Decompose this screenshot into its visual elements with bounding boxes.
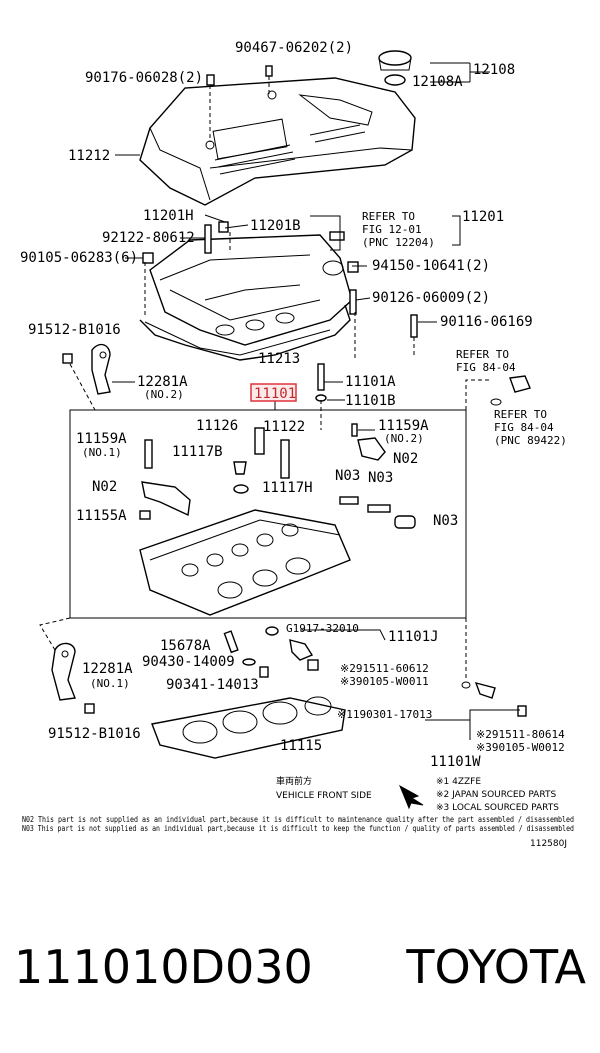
label-refer2-a: REFER TO xyxy=(456,348,509,361)
engine-hanger-no1-drawing xyxy=(51,642,95,714)
label-11159a-left: 11159A xyxy=(76,431,127,447)
label-91511-60612: ※291511-60612 xyxy=(340,662,429,675)
label-refer2-b: FIG 84-04 xyxy=(456,361,516,374)
label-11115: 11115 xyxy=(280,738,322,754)
label-12108: 12108 xyxy=(473,62,515,78)
label-11201h: 11201H xyxy=(143,208,194,224)
label-90341: 90341-14013 xyxy=(166,677,259,693)
label-90105-06283: 90105-06283(6) xyxy=(20,250,138,266)
label-no1-a: (NO.1) xyxy=(82,446,122,459)
label-90105-w0011: ※390105-W0011 xyxy=(340,675,429,688)
note-n02: N02 This part is not supplied as an indi… xyxy=(22,815,574,824)
legend-item-3: ※3 LOCAL SOURCED PARTS xyxy=(436,803,559,813)
label-11201b: 11201B xyxy=(250,218,301,234)
legend-item-1: ※1 4ZZFE xyxy=(436,777,481,787)
label-refer3-a: REFER TO xyxy=(494,408,547,421)
label-11101w: 11101W xyxy=(430,754,481,770)
cylinder-head-internal-parts xyxy=(139,423,416,529)
figure-number: 112580J xyxy=(530,839,567,849)
label-11101a: 11101A xyxy=(345,374,396,390)
head-gasket-drawing xyxy=(151,696,346,759)
label-90116: 90116-06169 xyxy=(440,314,533,330)
label-92122: 92122-80612 xyxy=(102,230,195,246)
label-94150: 94150-10641(2) xyxy=(372,258,490,274)
label-90126: 90126-06009(2) xyxy=(372,290,490,306)
label-11101-highlighted[interactable]: 11101 xyxy=(254,386,296,402)
label-n02-right: N02 xyxy=(393,451,418,467)
label-n02-left: N02 xyxy=(92,479,117,495)
part-number: 111010D030 xyxy=(14,940,313,994)
label-90467: 90467-06202(2) xyxy=(235,40,353,56)
label-g1917: G1917-32010 xyxy=(286,622,359,635)
label-no1-b: (NO.1) xyxy=(90,677,130,690)
label-15678a: 15678A xyxy=(160,638,211,654)
engine-hanger-no2-drawing xyxy=(62,343,111,395)
label-no2-a: (NO.2) xyxy=(144,388,184,401)
label-11117b: 11117B xyxy=(172,444,223,460)
cylinder-head-drawing xyxy=(139,509,351,616)
label-90176: 90176-06028(2) xyxy=(85,70,203,86)
head-cover-hardware xyxy=(142,221,418,355)
label-refer3-c: (PNC 89422) xyxy=(494,434,567,447)
engine-cover-drawing xyxy=(139,77,416,206)
label-11213: 11213 xyxy=(258,351,300,367)
label-refer1-c: (PNC 12204) xyxy=(362,236,435,249)
label-11212: 11212 xyxy=(68,148,110,164)
footer-bar: 111010D030 TOYOTA xyxy=(0,940,600,1010)
label-12108a: 12108A xyxy=(412,74,463,90)
vehicle-front-japanese: 車両前方 xyxy=(276,775,312,787)
cylinder-head-cover-drawing xyxy=(139,234,353,361)
label-91512-bottom: 91512-B1016 xyxy=(48,726,141,742)
label-no2-b: (NO.2) xyxy=(384,432,424,445)
label-11101j: 11101J xyxy=(388,629,439,645)
label-91511-80614: ※291511-80614 xyxy=(476,728,565,741)
oil-cap-drawing xyxy=(378,50,412,86)
label-11159a-right: 11159A xyxy=(378,418,429,434)
label-12281a-bottom: 12281A xyxy=(82,661,133,677)
highlight-box-11101 xyxy=(250,383,297,402)
label-11122: 11122 xyxy=(263,419,305,435)
label-11117h: 11117H xyxy=(262,480,313,496)
label-190301: ※1190301-17013 xyxy=(337,708,432,721)
vehicle-front-arrow xyxy=(398,784,424,810)
cover-bolts xyxy=(206,65,273,142)
leader-lines xyxy=(39,62,520,740)
label-11201: 11201 xyxy=(462,209,504,225)
label-refer1-b: FIG 12-01 xyxy=(362,223,422,236)
label-refer3-b: FIG 84-04 xyxy=(494,421,554,434)
vehicle-front-english: VEHICLE FRONT SIDE xyxy=(276,791,372,801)
label-n03-b: N03 xyxy=(368,470,393,486)
label-12281a-top: 12281A xyxy=(137,374,188,390)
label-n03-c: N03 xyxy=(433,513,458,529)
legend-item-2: ※2 JAPAN SOURCED PARTS xyxy=(436,790,556,800)
sensor-upper-drawing xyxy=(490,375,531,406)
label-90105-w0012: ※390105-W0012 xyxy=(476,741,565,754)
label-refer1-a: REFER TO xyxy=(362,210,415,223)
label-n03-a: N03 xyxy=(335,468,360,484)
bottom-fasteners xyxy=(223,626,527,717)
head-bolt-drawing xyxy=(315,363,327,402)
label-11155a: 11155A xyxy=(76,508,127,524)
brand-name: TOYOTA xyxy=(406,940,586,994)
exploded-view-drawing: 90467-06202(2) 90176-06028(2) 12108 1210… xyxy=(20,40,574,849)
label-11126: 11126 xyxy=(196,418,238,434)
label-90430: 90430-14009 xyxy=(142,654,235,670)
label-11101b: 11101B xyxy=(345,393,396,409)
label-91512-top: 91512-B1016 xyxy=(28,322,121,338)
note-n03: N03 This part is not supplied as an indi… xyxy=(22,824,574,833)
